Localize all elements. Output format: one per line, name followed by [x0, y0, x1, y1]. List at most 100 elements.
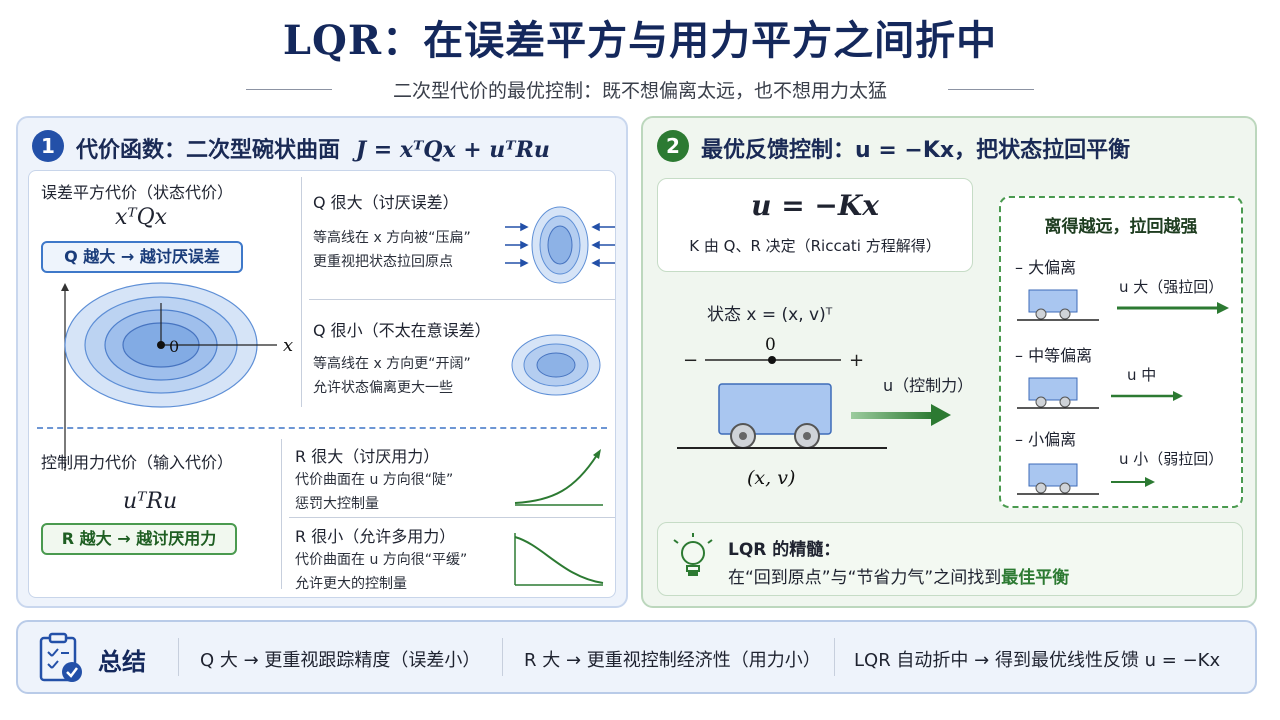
cart-body	[1028, 377, 1078, 401]
control-cost-title: 控制用力代价（输入代价）	[41, 453, 234, 472]
deviation-label-medium: – 中等偏离	[1015, 346, 1093, 365]
q-large-desc-1: 等高线在 x 方向被“压扁”	[313, 230, 471, 246]
control-cost-formula: uᵀRu	[123, 489, 178, 514]
x-axis-label: x	[283, 335, 293, 356]
essence-line: 在“回到原点”与“节省力气”之间找到最佳平衡	[728, 563, 1069, 588]
divider	[834, 638, 835, 676]
q-large-title: Q 很大（讨厌误差）	[313, 193, 459, 212]
axis-zero: 0	[765, 335, 776, 355]
r-small-title: R 很小（允许多用力）	[295, 527, 456, 546]
cart-wheel	[1059, 308, 1071, 320]
deviation-label-small: – 小偏离	[1015, 430, 1077, 449]
essence-emphasis: 最佳平衡	[1001, 568, 1070, 588]
r-large-desc-2: 惩罚大控制量	[295, 496, 379, 512]
control-law: u = −Kx	[751, 189, 879, 222]
divider	[309, 299, 615, 300]
summary-item-q: Q 大 → 更重视跟踪精度（误差小）	[200, 650, 481, 671]
q-large-contours	[505, 206, 615, 284]
origin-label: 0	[169, 337, 179, 356]
summary-bar: 总结 Q 大 → 更重视跟踪精度（误差小） R 大 → 更重视控制经济性（用力小…	[16, 620, 1257, 694]
contour-ring	[547, 225, 573, 265]
cart-wheel	[1035, 482, 1047, 494]
force-text-medium: u 中	[1127, 366, 1157, 384]
wheel-hub	[803, 432, 811, 440]
force-arrow-head	[1217, 302, 1229, 314]
r-large-title: R 很大（讨厌用力）	[295, 447, 440, 466]
cost-function-panel: 1 代价函数：二次型碗状曲面 J = xᵀQx + uᵀRu 误差平方代价（状态…	[16, 116, 628, 608]
cart-state-label: (x, v)	[747, 467, 795, 489]
axis-minus: −	[683, 350, 698, 371]
wheel-hub	[739, 432, 747, 440]
q-small-desc-2: 允许状态偏离更大一些	[313, 380, 453, 396]
r-small-desc-2: 允许更大的控制量	[295, 576, 407, 592]
force-text-small: u 小（弱拉回）	[1119, 450, 1224, 468]
force-label: u（控制力）	[883, 376, 974, 395]
divider	[289, 517, 615, 518]
cart-body	[1028, 289, 1078, 313]
clipboard-check-icon	[39, 632, 82, 682]
deviation-label-large: – 大偏离	[1015, 258, 1077, 277]
axis-origin	[768, 356, 776, 364]
error-cost-title: 误差平方代价（状态代价）	[41, 183, 234, 202]
subtitle-row: 二次型代价的最优控制：既不想偏离太远，也不想用力太猛	[0, 76, 1280, 106]
section-separator	[37, 427, 607, 429]
force-arrow-head	[1173, 391, 1183, 401]
panel-heading-text: 代价函数：二次型碗状曲面	[76, 138, 341, 163]
q-pill: Q 越大 → 越讨厌误差	[41, 241, 243, 273]
contour-ring	[536, 352, 576, 378]
subtitle: 二次型代价的最优控制：既不想偏离太远，也不想用力太猛	[392, 80, 887, 102]
quadratic-bowl-contours: 0 x	[61, 282, 293, 471]
divider	[502, 638, 503, 676]
q-small-contours	[511, 334, 601, 396]
curve-arrow	[593, 449, 601, 459]
deviation-box: 离得越远，拉回越强 – 大偏离 u 大（强拉回） – 中等偏离 u 中 – 小偏…	[999, 196, 1243, 508]
control-law-card: u = −Kx K 由 Q、R 决定（Riccati 方程解得）	[657, 178, 973, 272]
r-large-desc-1: 代价曲面在 u 方向很“陡”	[295, 472, 454, 488]
divider	[281, 439, 282, 589]
y-axis-arrow	[61, 283, 69, 291]
cart-wheel	[1035, 308, 1047, 320]
steep-cost-curve	[514, 449, 603, 506]
force-text-large: u 大（强拉回）	[1119, 278, 1224, 296]
cost-formula: J = xᵀQx + uᵀRu	[355, 137, 550, 163]
essence-text: 在“回到原点”与“节省力气”之间找到	[728, 568, 1002, 588]
cost-card: 误差平方代价（状态代价） xᵀQx Q 越大 → 越讨厌误差 0 x Q 很大（…	[28, 170, 616, 598]
origin-point	[157, 341, 165, 349]
panel-number-badge: 2	[657, 130, 689, 162]
deviation-diagram-medium	[1017, 377, 1183, 409]
r-small-desc-1: 代价曲面在 u 方向很“平缓”	[295, 552, 468, 568]
error-cost-formula: xᵀQx	[115, 205, 168, 230]
flat-cost-curve	[514, 533, 604, 586]
summary-item-lqr: LQR 自动折中 → 得到最优线性反馈 u = −Kx	[854, 650, 1221, 671]
cart-diagram: 0 − + (x, v)	[677, 335, 951, 489]
summary-item-r: R 大 → 更重视控制经济性（用力小）	[524, 650, 821, 671]
subtitle-rule-left	[246, 89, 332, 90]
r-pill: R 越大 → 越讨厌用力	[41, 523, 237, 555]
q-small-desc-1: 等高线在 x 方向更“开阔”	[313, 356, 471, 372]
panel-heading: 最优反馈控制：u = −Kx，把状态拉回平衡	[701, 138, 1131, 163]
essence-card: LQR 的精髓： 在“回到原点”与“节省力气”之间找到最佳平衡	[657, 522, 1243, 596]
deviation-diagram-large	[1017, 289, 1229, 321]
force-arrow-shaft	[851, 412, 933, 419]
essence-title: LQR 的精髓：	[728, 540, 841, 560]
summary-label: 总结	[98, 648, 146, 676]
state-label: 状态 x = (x, v)ᵀ	[707, 305, 833, 325]
subtitle-rule-right	[948, 89, 1034, 90]
cart-body	[718, 383, 832, 435]
divider	[301, 177, 302, 407]
curve	[514, 454, 598, 504]
curve	[514, 536, 604, 584]
cart-wheel	[1059, 396, 1071, 408]
lightbulb-icon	[673, 533, 713, 576]
divider	[178, 638, 179, 676]
deviation-title: 离得越远，拉回越强	[1044, 217, 1198, 237]
control-law-note: K 由 Q、R 决定（Riccati 方程解得）	[689, 237, 941, 255]
page-title: LQR：在误差平方与用力平方之间折中	[282, 17, 998, 64]
cart-wheel	[1035, 396, 1047, 408]
q-small-title: Q 很小（不太在意误差）	[313, 321, 491, 340]
force-arrow-head	[1145, 477, 1155, 487]
q-large-desc-2: 更重视把状态拉回原点	[313, 254, 453, 270]
cart-body	[1028, 463, 1078, 487]
deviation-diagram-small	[1017, 463, 1155, 495]
axis-plus: +	[849, 350, 864, 371]
